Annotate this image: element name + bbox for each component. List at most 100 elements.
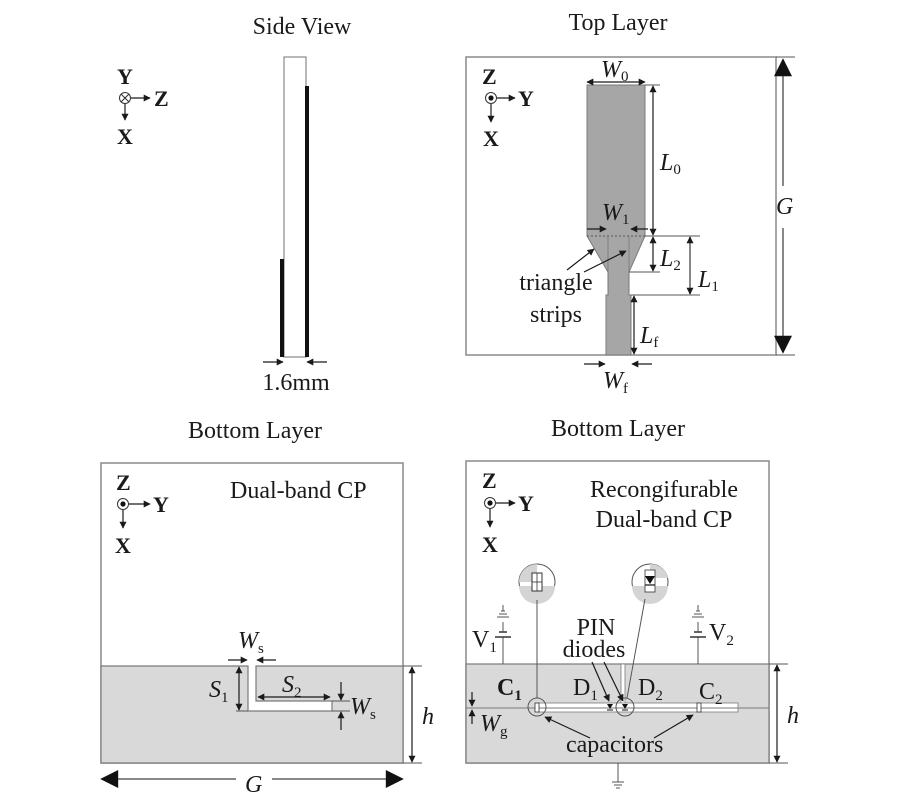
triangle-strips-annotation: triangle strips: [519, 248, 627, 328]
label-w1: W1: [602, 200, 630, 228]
label-d2: D2: [638, 675, 663, 704]
axis-triad-top: Z Y X: [482, 64, 534, 151]
dimension-l1: L1: [631, 236, 719, 296]
out-of-page-icon: [484, 497, 496, 509]
label-wf: Wf: [603, 368, 628, 397]
dimension-ws-right: Ws: [332, 682, 376, 730]
side-view-panel: Side View Y Z X 1.6mm: [117, 14, 352, 396]
axis-label-x: X: [482, 532, 498, 557]
dimension-h-left: h: [403, 665, 434, 764]
ground-plane-with-slot: [100, 665, 404, 764]
label-g-top: G: [776, 194, 793, 220]
axis-label-x: X: [117, 124, 133, 149]
label-v2: V2: [709, 620, 734, 649]
arrow-to-c2: [653, 714, 694, 739]
arrow-to-d1: [591, 661, 610, 702]
ground-symbol-icon: [692, 605, 704, 618]
bottom-right-caption-2: Dual-band CP: [596, 507, 733, 533]
ground-plane-reconfig: [465, 663, 770, 764]
label-v1: V1: [472, 627, 497, 656]
label-l2: L2: [659, 246, 681, 274]
bottom-layer-left-panel: Bottom Layer Dual-band CP Z Y X Ws S1: [100, 418, 434, 798]
bottom-left-title: Bottom Layer: [188, 418, 322, 444]
bottom-right-caption-1: Recongifurable: [590, 477, 738, 503]
label-ws-top: Ws: [238, 628, 264, 657]
diodes-label: diodes: [563, 637, 626, 663]
axis-triad-bottom-right: Z Y X: [482, 468, 534, 557]
ground-symbol-icon: [497, 605, 509, 618]
ground-symbol-icon: [612, 763, 624, 789]
dimension-h-right: h: [769, 663, 799, 764]
bottom-right-title: Bottom Layer: [551, 416, 685, 442]
out-of-page-icon: [117, 498, 129, 510]
label-h-right: h: [787, 703, 799, 729]
label-wg: Wg: [480, 711, 508, 740]
axis-label-y: Y: [518, 86, 534, 111]
pin-label: PIN: [577, 615, 616, 641]
diode-d2: [615, 697, 635, 717]
axis-triad-bottom-left: Z Y X: [115, 470, 169, 558]
dimension-lf: Lf: [630, 295, 658, 355]
thickness-dimension: 1.6mm: [262, 358, 330, 396]
label-s1: S1: [209, 677, 229, 706]
axis-label-y: Y: [518, 491, 534, 516]
bottom-left-caption: Dual-band CP: [230, 478, 367, 504]
dimension-g-horizontal: G: [100, 770, 404, 798]
axis-label-y: Y: [117, 64, 133, 89]
dimension-w0: W0: [586, 57, 646, 86]
dimension-g-vertical: G: [774, 56, 795, 356]
capacitors-annotation: capacitors: [544, 714, 694, 758]
substrate-side: [283, 56, 307, 358]
label-l1: L1: [697, 267, 719, 295]
capacitors-label: capacitors: [566, 732, 663, 758]
diode-d1: [607, 704, 613, 711]
arrow-right-strip: [583, 250, 627, 273]
top-layer-title: Top Layer: [569, 10, 668, 36]
out-of-page-icon: [485, 92, 497, 104]
capacitor-callout-icon: [518, 563, 556, 698]
dimension-wg: Wg: [468, 692, 508, 740]
dimension-s1: S1: [209, 666, 248, 712]
label-c2: C2: [699, 679, 723, 708]
label-h-left: h: [422, 704, 434, 730]
label-ws-right: Ws: [350, 694, 376, 723]
dimension-ws-top: Ws: [228, 628, 276, 664]
label-d1: D1: [573, 675, 598, 704]
top-conductor-side: [305, 86, 309, 357]
pin-diodes-annotation: PIN diodes: [563, 615, 626, 702]
label-lf: Lf: [639, 323, 658, 351]
capacitor-c2: [696, 702, 702, 713]
diode-callout-icon: [626, 563, 669, 699]
dimension-l0: L0: [645, 84, 681, 236]
annotation-triangle: triangle: [519, 270, 592, 296]
thickness-label: 1.6mm: [262, 370, 330, 396]
label-s2: S2: [282, 672, 302, 701]
bias-source-v1: V1: [472, 605, 511, 664]
axis-label-z: Z: [154, 86, 169, 111]
dimension-s2: S2: [257, 672, 331, 701]
arrow-to-d2: [603, 661, 624, 702]
axis-label-z: Z: [482, 468, 497, 493]
bottom-layer-right-panel: Bottom Layer Recongifurable Dual-band CP…: [465, 416, 799, 789]
axis-triad-side: Y Z X: [117, 64, 169, 149]
annotation-strips: strips: [530, 302, 582, 328]
label-w0: W0: [601, 57, 629, 85]
label-l0: L0: [659, 150, 681, 178]
arrow-left-strip: [566, 248, 595, 271]
bias-source-v2: V2: [690, 605, 734, 664]
dimension-w1: W1: [587, 200, 648, 233]
into-page-icon: [119, 92, 131, 104]
dimension-l2: L2: [629, 235, 700, 274]
label-c1: C1: [497, 675, 522, 704]
axis-label-x: X: [115, 533, 131, 558]
bottom-conductor-side: [280, 259, 284, 357]
side-view-title: Side View: [253, 14, 352, 40]
axis-label-y: Y: [153, 492, 169, 517]
dimension-wf: Wf: [584, 360, 652, 397]
axis-label-z: Z: [116, 470, 131, 495]
top-layer-panel: Top Layer Z Y X W0 L0: [465, 10, 795, 397]
arrow-to-c1: [544, 716, 591, 739]
label-g-bottom: G: [245, 772, 262, 798]
axis-label-z: Z: [482, 64, 497, 89]
